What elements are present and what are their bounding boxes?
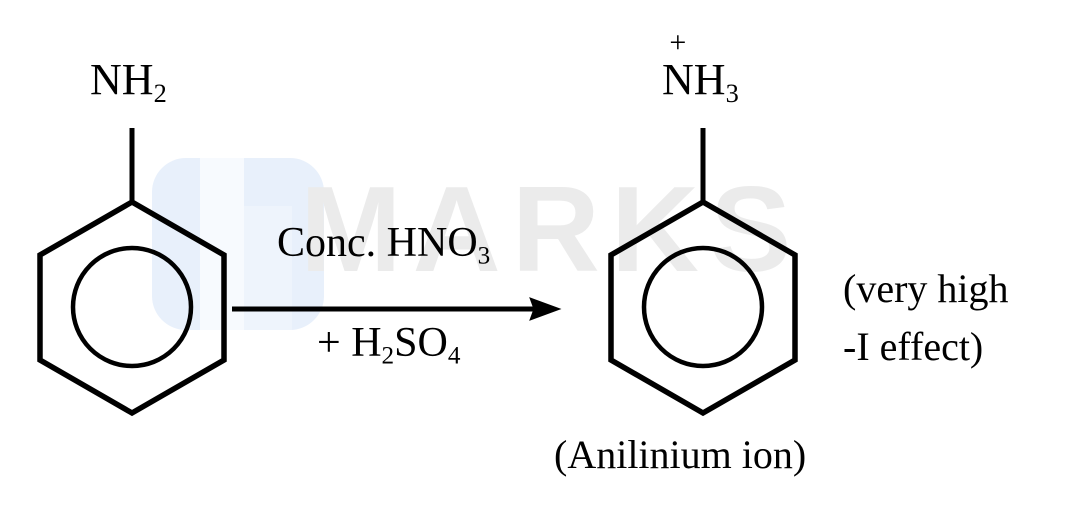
reagent-h2so4-so: SO — [394, 320, 448, 366]
reactant-benzene-hexagon — [37, 198, 227, 417]
product-aromatic-circle — [641, 245, 765, 369]
product-caption: (Anilinium ion) — [554, 432, 807, 477]
reagent-h2so4: + H2SO4 — [317, 320, 460, 369]
reactant-structure — [37, 128, 227, 417]
reagent-hno3-sub: 3 — [477, 242, 491, 270]
reactant-aromatic-circle — [70, 245, 194, 369]
reagent-plus-prefix: + — [317, 320, 352, 366]
product-nh3-formula: +NH3 — [662, 28, 739, 107]
reactant-h-symbol: H — [121, 55, 154, 104]
product-n-symbol: N — [662, 55, 694, 104]
reagent-conc-prefix: Conc. — [277, 220, 387, 266]
positive-charge-icon: + — [669, 26, 687, 59]
product-structure — [608, 128, 798, 417]
reactant-n-symbol: N — [90, 55, 122, 104]
reactant-h-count: 2 — [153, 77, 167, 108]
reactant-nh2-formula: NH2 — [90, 55, 167, 107]
effect-annotation-line2: -I effect) — [843, 324, 984, 369]
reagent-below-arrow: + H2SO4 — [317, 320, 460, 369]
product-h-symbol: H — [693, 55, 726, 104]
reaction-arrow-head — [529, 297, 562, 321]
reagent-hno3-main: HNO — [386, 220, 478, 266]
effect-annotation-line1: (very high — [843, 266, 1009, 311]
reactant-substituent-label: NH2 — [90, 55, 167, 107]
product-benzene-hexagon — [608, 198, 798, 417]
product-h-count: 3 — [725, 77, 739, 108]
effect-annotation: (very high -I effect) — [843, 260, 1009, 376]
reagent-h2so4-so-sub: 4 — [447, 342, 461, 370]
product-substituent-label: +NH3 — [662, 28, 739, 107]
reagent-h2so4-h: H — [351, 320, 382, 366]
reagent-h2so4-h-sub: 2 — [381, 342, 395, 370]
reagent-above-arrow: Conc. HNO3 — [277, 220, 490, 269]
reagent-conc-hno3: Conc. HNO3 — [277, 220, 490, 269]
product-n-with-charge: +N — [662, 28, 694, 104]
